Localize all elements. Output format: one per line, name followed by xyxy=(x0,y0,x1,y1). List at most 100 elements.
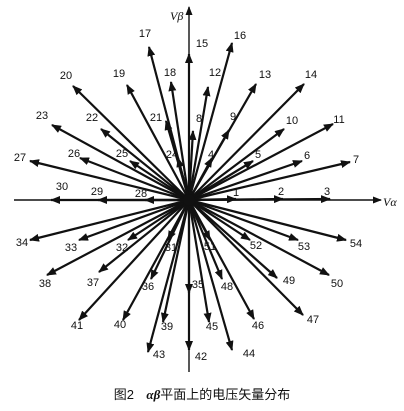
vector-arrow-10 xyxy=(188,128,285,201)
vector-arrow-11 xyxy=(188,123,334,201)
vector-label-3: 3 xyxy=(324,186,330,198)
vector-label-22: 22 xyxy=(86,112,98,124)
vector-label-50: 50 xyxy=(331,278,343,290)
vector-label-15: 15 xyxy=(196,38,208,50)
vector-label-30: 30 xyxy=(56,181,68,193)
vector-arrow-43 xyxy=(146,199,191,353)
vector-arrow-6 xyxy=(188,159,303,202)
vector-arrow-38 xyxy=(46,199,190,276)
vector-arrow-52 xyxy=(188,199,251,241)
vector-arrow-50 xyxy=(188,199,330,276)
vector-arrow-45 xyxy=(187,199,212,323)
vector-arrow-54 xyxy=(188,198,347,242)
vector-arrows xyxy=(29,42,351,353)
vector-arrow-13 xyxy=(188,83,257,201)
vector-arrow-18 xyxy=(168,81,191,201)
vector-label-34: 34 xyxy=(16,237,28,249)
vector-label-7: 7 xyxy=(353,154,359,166)
y-axis-label: Vβ xyxy=(170,9,183,23)
vector-label-20: 20 xyxy=(60,70,72,82)
vector-label-36: 36 xyxy=(142,281,154,293)
vector-label-19: 19 xyxy=(113,68,125,80)
vector-label-45: 45 xyxy=(206,321,218,333)
vector-arrow-37 xyxy=(98,199,190,273)
caption-symbol: αβ xyxy=(146,387,161,402)
figure-number: 图2 xyxy=(113,387,134,402)
vector-label-35: 35 xyxy=(192,279,204,291)
figure-caption: 图2 αβ平面上的电压矢量分布 xyxy=(0,384,404,403)
vector-arrow-16 xyxy=(187,42,234,201)
vector-label-39: 39 xyxy=(161,321,173,333)
vector-arrow-47 xyxy=(188,199,304,316)
vector-label-6: 6 xyxy=(304,150,310,162)
vector-label-24: 24 xyxy=(166,149,178,161)
vector-arrow-20 xyxy=(72,85,190,201)
vector-label-32: 32 xyxy=(116,242,128,254)
vector-label-52: 52 xyxy=(250,240,262,252)
vector-label-14: 14 xyxy=(305,69,317,81)
caption-text: 平面上的电压矢量分布 xyxy=(160,388,291,403)
vector-label-13: 13 xyxy=(259,69,271,81)
vector-label-49: 49 xyxy=(283,275,295,287)
vector-label-27: 27 xyxy=(14,152,26,164)
vector-arrow-12 xyxy=(187,86,211,201)
vector-arrow-24 xyxy=(176,157,191,201)
vector-arrow-25 xyxy=(129,160,190,201)
origin-point xyxy=(183,194,195,206)
vector-label-44: 44 xyxy=(243,348,255,360)
vector-label-54: 54 xyxy=(350,238,362,250)
vector-label-40: 40 xyxy=(114,319,126,331)
x-axis-label: Vα xyxy=(383,195,397,209)
vector-arrow-26 xyxy=(79,156,190,202)
vector-label-51: 51 xyxy=(204,241,216,253)
vector-arrow-44 xyxy=(187,199,234,351)
vector-arrow-41 xyxy=(78,199,190,321)
vector-label-48: 48 xyxy=(221,281,233,293)
vector-arrow-23 xyxy=(51,124,190,201)
vector-label-10: 10 xyxy=(286,115,298,127)
vector-label-12: 12 xyxy=(209,67,221,79)
vector-label-16: 16 xyxy=(234,30,246,42)
vector-arrow-27 xyxy=(29,159,190,202)
vector-label-11: 11 xyxy=(333,114,344,126)
vector-arrow-33 xyxy=(78,198,190,242)
vector-arrow-40 xyxy=(122,199,190,321)
vector-label-17: 17 xyxy=(139,28,151,40)
vector-arrow-39 xyxy=(160,199,191,323)
vector-label-29: 29 xyxy=(91,186,103,198)
vector-label-2: 2 xyxy=(278,186,284,198)
vector-label-38: 38 xyxy=(39,278,51,290)
vector-label-33: 33 xyxy=(65,242,77,254)
vector-label-18: 18 xyxy=(164,67,176,79)
vector-arrow-14 xyxy=(188,83,305,201)
vector-label-53: 53 xyxy=(298,241,310,253)
vector-label-23: 23 xyxy=(36,110,48,122)
vector-label-43: 43 xyxy=(153,349,165,361)
vector-arrow-34 xyxy=(29,198,190,242)
vector-label-5: 5 xyxy=(255,149,261,161)
vector-label-37: 37 xyxy=(87,277,99,289)
vector-label-41: 41 xyxy=(71,320,83,332)
vector-arrow-19 xyxy=(126,84,190,201)
vector-label-31: 31 xyxy=(165,242,177,254)
vector-label-47: 47 xyxy=(307,314,319,326)
vector-arrow-49 xyxy=(188,199,278,279)
vector-label-4: 4 xyxy=(208,149,214,161)
vector-arrow-3 xyxy=(188,195,331,204)
vector-label-9: 9 xyxy=(230,111,236,123)
vector-label-26: 26 xyxy=(68,148,80,160)
vector-label-8: 8 xyxy=(196,113,202,125)
vector-label-42: 42 xyxy=(195,351,207,363)
vector-arrow-7 xyxy=(188,160,351,202)
vector-label-1: 1 xyxy=(233,187,239,199)
vector-arrow-51 xyxy=(188,199,211,241)
vector-label-28: 28 xyxy=(135,188,147,200)
vector-arrow-22 xyxy=(100,128,190,201)
vector-label-46: 46 xyxy=(252,320,264,332)
vector-label-25: 25 xyxy=(116,148,128,160)
vector-arrow-53 xyxy=(188,198,299,242)
vector-label-21: 21 xyxy=(150,112,162,124)
vector-arrow-32 xyxy=(127,199,190,241)
